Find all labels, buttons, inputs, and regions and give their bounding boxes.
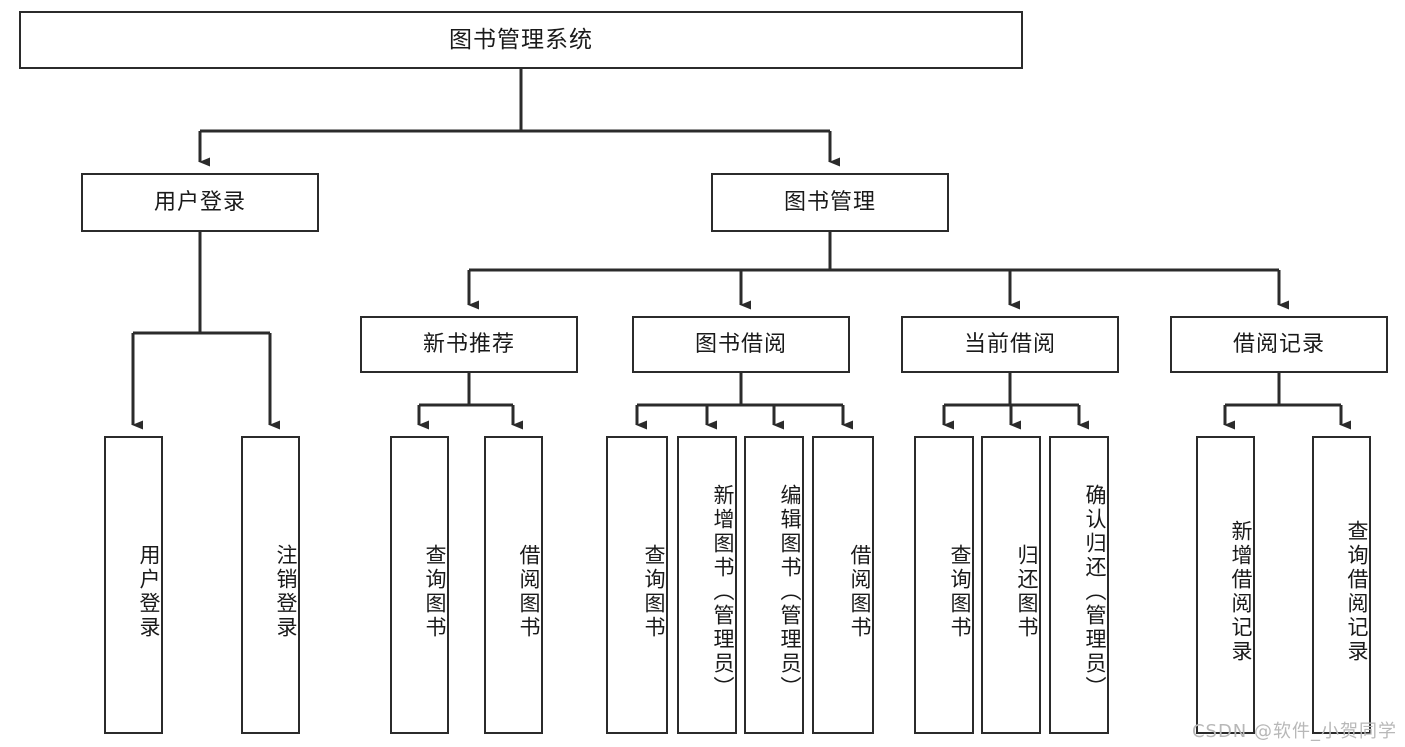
node-leaf-add-borrow-record[interactable]: 新增借阅记录 bbox=[1196, 436, 1255, 734]
node-leaf-user-login-label: 用户登录 bbox=[137, 544, 161, 640]
node-leaf-confirm-return[interactable]: 确认归还（管理员） bbox=[1049, 436, 1109, 734]
node-leaf-query-book-1-label: 查询图书 bbox=[423, 544, 447, 640]
node-leaf-query-book-2-label: 查询图书 bbox=[642, 544, 666, 640]
node-book-manage-label: 图书管理 bbox=[783, 189, 876, 215]
node-leaf-borrow-book-1[interactable]: 借阅图书 bbox=[484, 436, 543, 734]
node-leaf-edit-book[interactable]: 编辑图书（管理员） bbox=[744, 436, 804, 734]
node-leaf-query-book-3[interactable]: 查询图书 bbox=[914, 436, 974, 734]
node-leaf-query-book-2[interactable]: 查询图书 bbox=[606, 436, 668, 734]
node-leaf-return-book[interactable]: 归还图书 bbox=[981, 436, 1041, 734]
node-root-system-label: 图书管理系统 bbox=[449, 26, 593, 53]
node-borrow-record[interactable]: 借阅记录 bbox=[1170, 316, 1388, 373]
node-leaf-add-borrow-record-label: 新增借阅记录 bbox=[1229, 520, 1253, 664]
node-leaf-borrow-book-2-label: 借阅图书 bbox=[848, 544, 872, 640]
node-leaf-edit-book-label: 编辑图书（管理员） bbox=[778, 484, 802, 700]
node-leaf-query-book-1[interactable]: 查询图书 bbox=[390, 436, 449, 734]
node-book-borrow-label: 图书借阅 bbox=[694, 331, 787, 357]
node-leaf-query-borrow-record[interactable]: 查询借阅记录 bbox=[1312, 436, 1371, 734]
node-root-system[interactable]: 图书管理系统 bbox=[19, 11, 1023, 69]
node-leaf-user-logout-label: 注销登录 bbox=[274, 544, 298, 640]
node-current-borrow-label: 当前借阅 bbox=[963, 331, 1056, 357]
node-leaf-query-book-3-label: 查询图书 bbox=[948, 544, 972, 640]
node-leaf-return-book-label: 归还图书 bbox=[1015, 544, 1039, 640]
node-book-manage[interactable]: 图书管理 bbox=[711, 173, 949, 232]
node-leaf-user-logout[interactable]: 注销登录 bbox=[241, 436, 300, 734]
node-borrow-record-label: 借阅记录 bbox=[1232, 331, 1325, 357]
node-leaf-confirm-return-label: 确认归还（管理员） bbox=[1083, 484, 1107, 700]
node-user-login-label: 用户登录 bbox=[153, 189, 246, 215]
node-leaf-query-borrow-record-label: 查询借阅记录 bbox=[1345, 520, 1369, 664]
node-leaf-user-login[interactable]: 用户登录 bbox=[104, 436, 163, 734]
node-leaf-add-book-label: 新增图书（管理员） bbox=[711, 484, 735, 700]
node-new-book-recommend-label: 新书推荐 bbox=[422, 331, 515, 357]
node-current-borrow[interactable]: 当前借阅 bbox=[901, 316, 1119, 373]
node-leaf-borrow-book-1-label: 借阅图书 bbox=[517, 544, 541, 640]
node-book-borrow[interactable]: 图书借阅 bbox=[632, 316, 850, 373]
watermark-text: CSDN @软件_小贺同学 bbox=[1191, 721, 1397, 742]
node-user-login[interactable]: 用户登录 bbox=[81, 173, 319, 232]
node-leaf-borrow-book-2[interactable]: 借阅图书 bbox=[812, 436, 874, 734]
node-leaf-add-book[interactable]: 新增图书（管理员） bbox=[677, 436, 737, 734]
node-new-book-recommend[interactable]: 新书推荐 bbox=[360, 316, 578, 373]
